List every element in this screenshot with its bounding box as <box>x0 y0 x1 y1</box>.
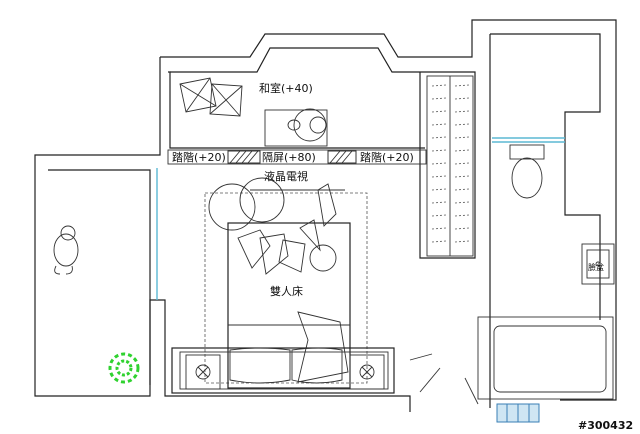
hanger-line <box>454 149 470 152</box>
hanger-line <box>454 214 470 217</box>
hanger-line <box>454 175 470 178</box>
hanger-line <box>454 162 470 165</box>
windows <box>156 137 565 300</box>
hanger-line <box>431 188 447 191</box>
watermark: #300432 <box>578 419 633 432</box>
hanger-line <box>454 240 470 243</box>
label-tv: 液晶電視 <box>264 169 308 183</box>
double-bed <box>204 177 368 389</box>
hanger-line <box>431 123 447 126</box>
label-step-left: 踏階(+20) <box>172 150 226 164</box>
floor-cushions <box>179 77 243 117</box>
toilet <box>509 144 545 199</box>
hanger-line <box>431 175 447 178</box>
label-step-right: 踏階(+20) <box>360 150 414 164</box>
hanger-line <box>431 227 447 230</box>
hanger-line <box>431 149 447 152</box>
hanger-line <box>431 84 447 87</box>
label-sink: 臉盆 <box>588 262 604 272</box>
hanger-line <box>431 136 447 139</box>
label-partition: 隔屏(+80) <box>262 151 316 164</box>
hanger-line <box>454 110 470 113</box>
step-band <box>167 149 427 165</box>
hanger-line <box>454 123 470 126</box>
drain <box>496 403 540 423</box>
tea-table <box>264 108 328 147</box>
bathtub <box>477 316 614 400</box>
hanger-line <box>454 201 470 204</box>
cat-figure <box>53 225 79 275</box>
door <box>409 353 479 405</box>
sink <box>581 243 615 285</box>
hanger-line <box>431 240 447 243</box>
hanger-line <box>454 227 470 230</box>
hanger-line <box>431 214 447 217</box>
hanger-line <box>454 136 470 139</box>
hanger-line <box>431 110 447 113</box>
hanger-line <box>431 162 447 165</box>
hanger-line <box>454 188 470 191</box>
hanger-line <box>454 97 470 100</box>
label-washitsu: 和室(+40) <box>259 81 313 95</box>
hanger-line <box>431 97 447 100</box>
headboard <box>171 347 395 394</box>
wardrobe <box>426 75 474 257</box>
label-double-bed: 雙人床 <box>270 284 303 298</box>
plant-icon <box>108 352 140 384</box>
exterior-walls <box>34 19 617 412</box>
hanger-line <box>454 84 470 87</box>
hanger-line <box>431 201 447 204</box>
